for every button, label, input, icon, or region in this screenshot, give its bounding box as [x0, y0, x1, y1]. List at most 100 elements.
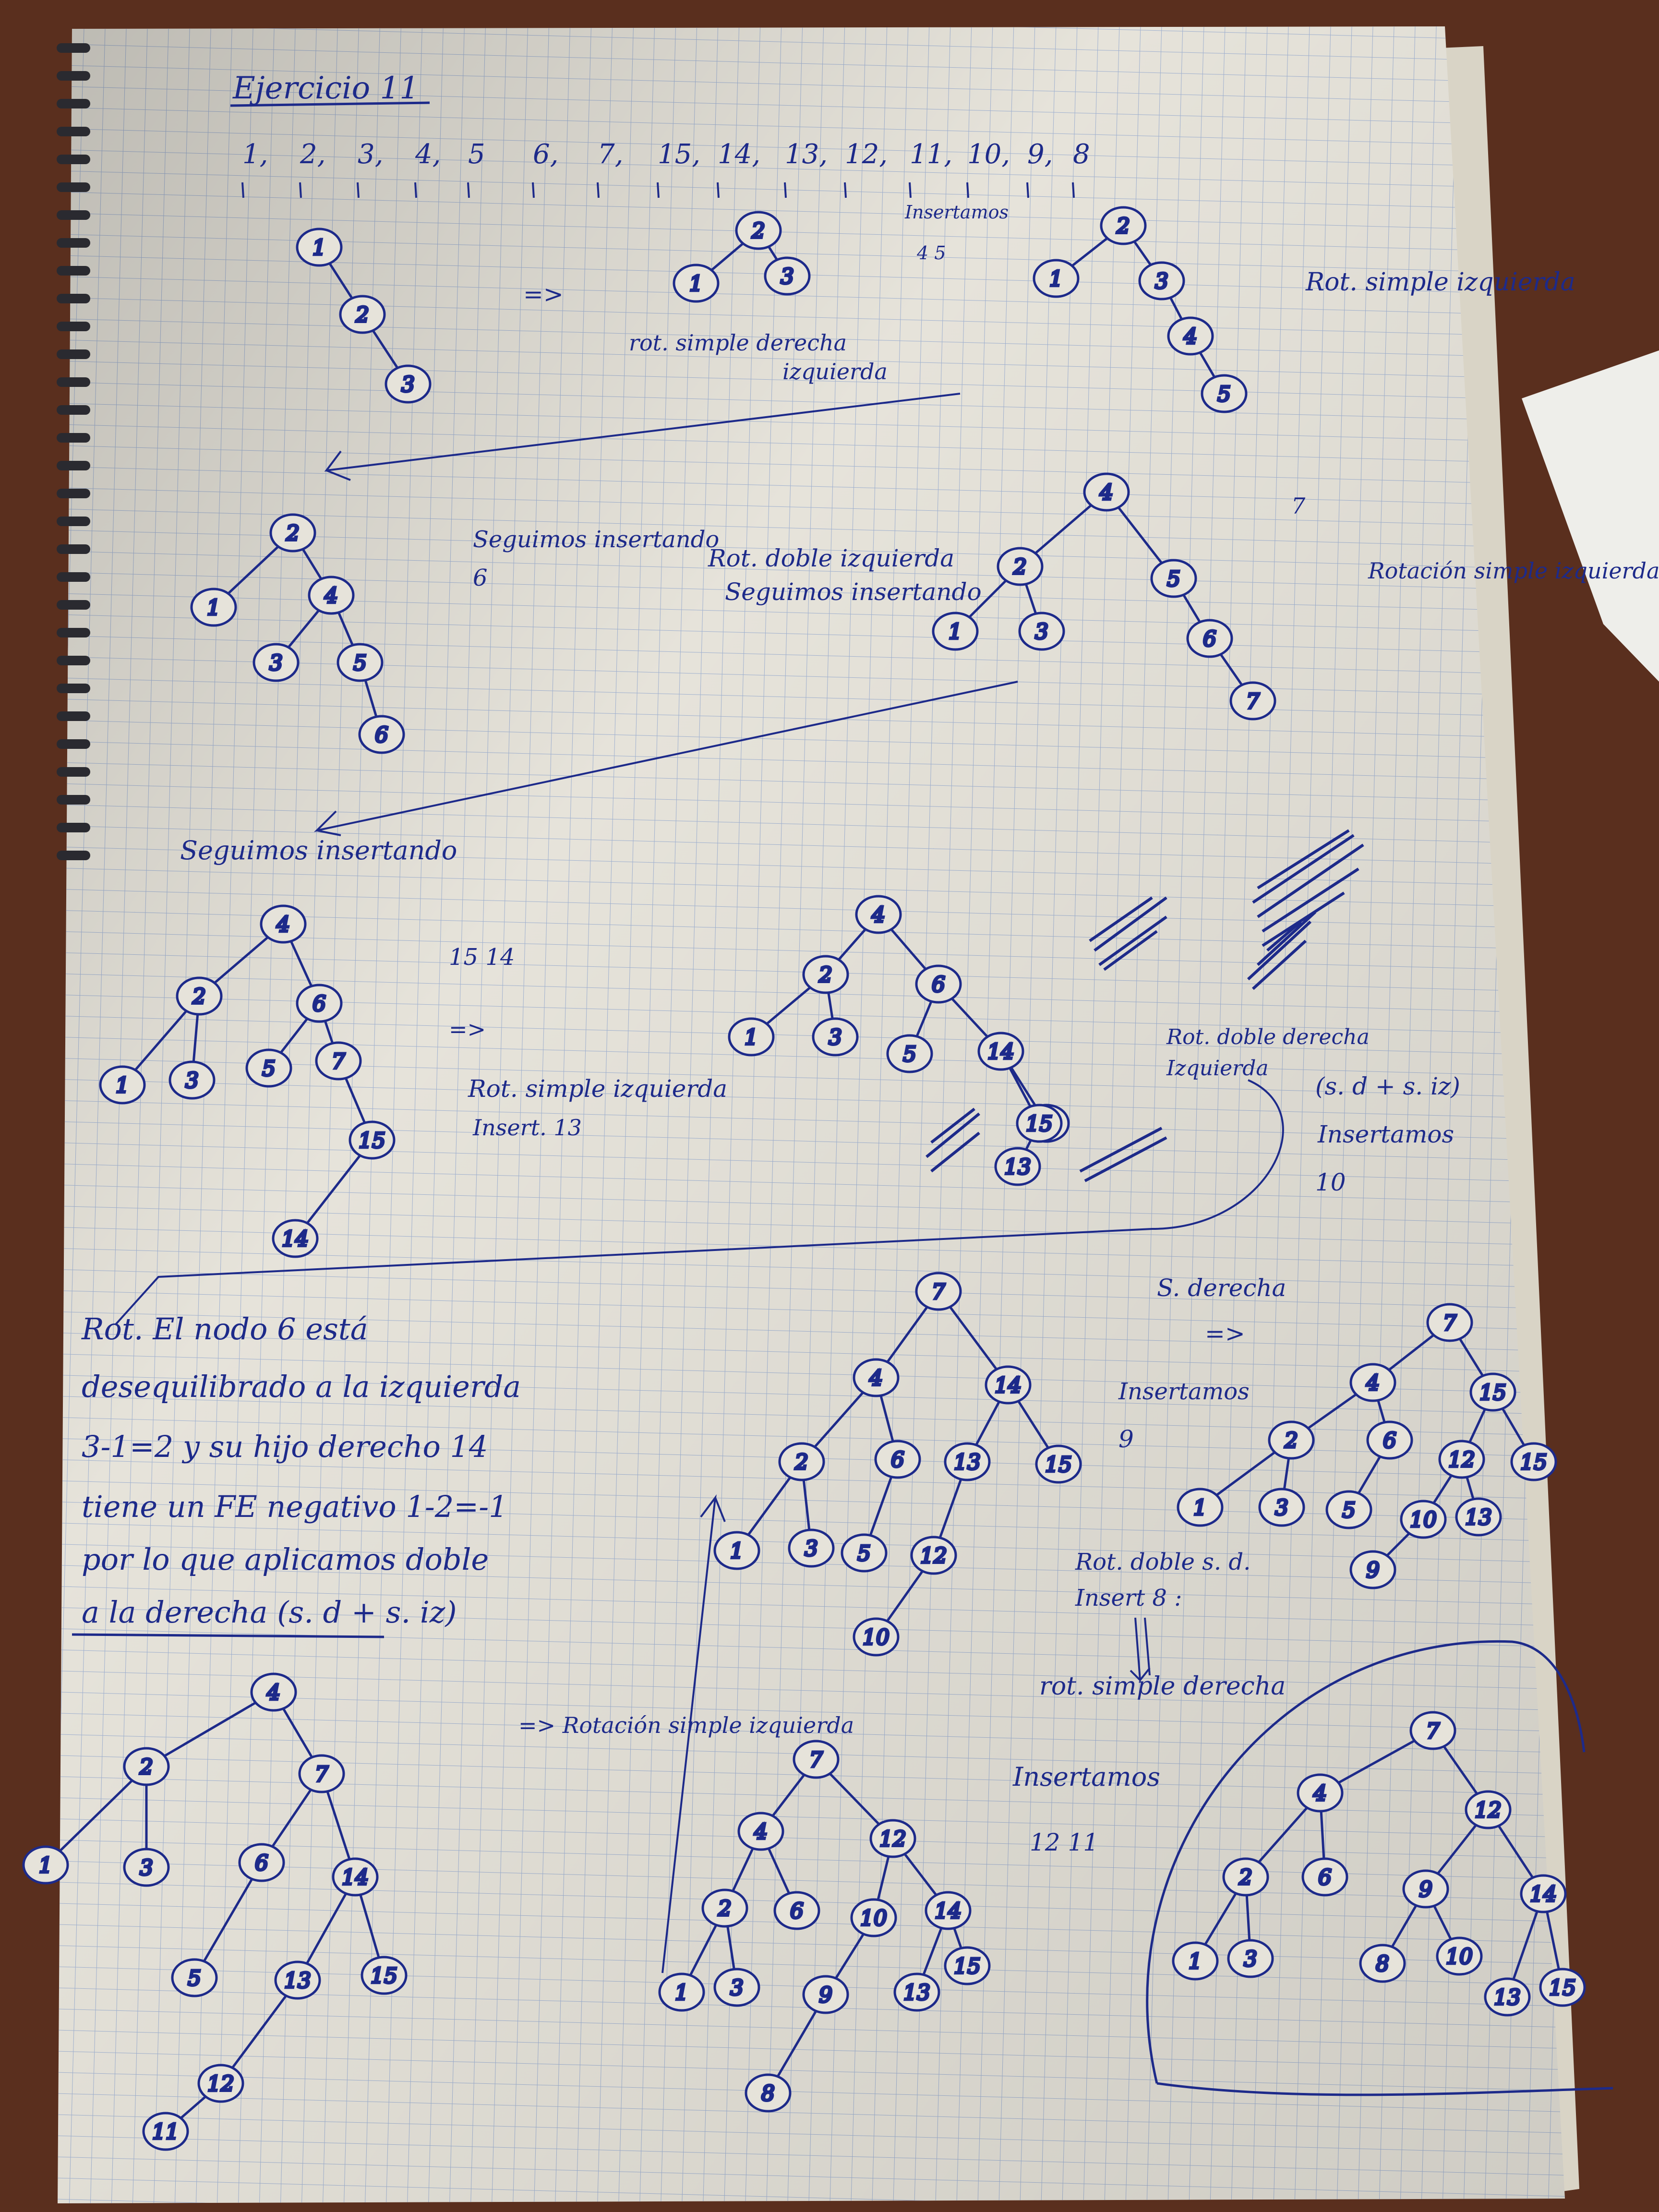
- spiral-ring: [57, 71, 90, 81]
- sequence-number: 6,: [533, 139, 558, 170]
- tree-node: [1469, 1372, 1516, 1412]
- tree-node: [1186, 619, 1233, 658]
- tree-node: [701, 1888, 748, 1928]
- tree-node-label: 5: [1167, 567, 1180, 591]
- tree-node: [869, 1819, 916, 1858]
- spiral-ring: [57, 461, 90, 470]
- tree-node: [1510, 1442, 1557, 1481]
- annotation-text: 15 14: [449, 944, 515, 971]
- tree-node: [260, 904, 307, 944]
- tree-edge: [294, 1139, 373, 1240]
- annotation-text: =>: [1205, 1320, 1245, 1347]
- spiral-ring: [57, 795, 90, 805]
- tree-node-label: 5: [1217, 382, 1231, 407]
- tree-node: [713, 1531, 760, 1570]
- tree-node-label: 2: [1013, 555, 1027, 579]
- tree-node-label: 4: [871, 903, 885, 927]
- tree-node-label: 1: [39, 1853, 52, 1878]
- annotation-text: 10: [1315, 1168, 1346, 1196]
- tree-node: [874, 1440, 921, 1479]
- spiral-ring: [57, 684, 90, 693]
- sequence-number: 14,: [718, 139, 760, 170]
- connector-arrow-3: [114, 1079, 1284, 1326]
- spiral-ring: [57, 210, 90, 220]
- tree-node-label: 4: [1183, 325, 1197, 349]
- annotation-text: Seguimos insertando: [725, 578, 982, 606]
- annotation-text: =>: [449, 1016, 486, 1042]
- tree-node: [1083, 472, 1130, 512]
- tree-node-label: 1: [1193, 1496, 1207, 1520]
- tree-node-label: 6: [255, 1851, 268, 1875]
- tree-node: [245, 1048, 292, 1088]
- tree-node-label: 10: [860, 1906, 887, 1931]
- annotation-text: Insertamos: [1118, 1378, 1250, 1405]
- spiral-ring: [57, 739, 90, 749]
- sequence-number: 2,: [300, 139, 325, 170]
- tree-node: [123, 1747, 170, 1786]
- tree-node-label: 9: [1419, 1877, 1432, 1902]
- annotation-text: =>: [523, 280, 564, 308]
- tree-node-label: 11: [152, 2120, 179, 2144]
- paragraph-line: 3-1=2 y su hijo derecho 14: [82, 1429, 488, 1464]
- tree-node-label: 15: [359, 1129, 385, 1153]
- tree-node: [332, 1857, 379, 1897]
- tree-node: [944, 1442, 991, 1481]
- annotation-text: 4 5: [916, 242, 946, 264]
- tree-node-label: 13: [903, 1981, 930, 2005]
- tick-mark: [909, 182, 912, 198]
- paragraph-line: Rot. El nodo 6 está: [81, 1311, 368, 1346]
- connector-arrow-1: [324, 393, 961, 481]
- annotation-text: (s. d + s. iz): [1315, 1072, 1460, 1100]
- tree-node-label: 13: [284, 1969, 311, 1993]
- tree-node-label: 2: [794, 1450, 808, 1475]
- tree-node-label: 3: [269, 651, 283, 675]
- annotation-text: Insert. 13: [472, 1115, 582, 1141]
- tree-node-label: 1: [949, 620, 962, 644]
- annotation-text: Seguimos insertando: [180, 835, 457, 866]
- tree-node-label: 15: [1549, 1976, 1576, 2000]
- sequence-number: 3,: [358, 139, 383, 170]
- tree-node-label: 14: [935, 1899, 962, 1923]
- tree-node: [1222, 1857, 1269, 1897]
- tree-node: [802, 1975, 849, 2014]
- avl-tree: 123: [296, 228, 432, 404]
- title-underline: [230, 101, 430, 107]
- tree-node-label: 5: [262, 1057, 276, 1081]
- tree-node: [22, 1845, 69, 1885]
- tree-node: [745, 2073, 792, 2113]
- sequence-number: 13,: [785, 139, 828, 170]
- tree-node: [358, 715, 405, 754]
- sequence-number: 12,: [845, 139, 888, 170]
- tree-node-label: 7: [332, 1049, 345, 1074]
- tree-node: [1455, 1497, 1502, 1537]
- tree-edge: [219, 1979, 299, 2085]
- annotation-text: 9: [1118, 1425, 1134, 1453]
- tree-node: [1325, 1490, 1372, 1529]
- tree-node-label: 4: [1366, 1371, 1380, 1395]
- tree-node-label: 5: [903, 1042, 916, 1067]
- scribble-crossout: [926, 829, 1364, 1182]
- tree-node-label: 2: [139, 1755, 153, 1779]
- tree-node: [985, 1365, 1032, 1405]
- tree-node-label: 2: [1284, 1429, 1298, 1453]
- tree-node-label: 9: [819, 1983, 832, 2008]
- sequence-number: 11,: [910, 139, 952, 170]
- paragraph-line: a la derecha (s. d + s. iz): [82, 1595, 457, 1630]
- tree-node: [1172, 1941, 1219, 1981]
- tree-node: [1520, 1874, 1567, 1913]
- sequence-number: 7,: [598, 139, 623, 170]
- tick-mark: [966, 182, 969, 198]
- tree-node-label: 1: [745, 1025, 758, 1050]
- tree-node: [1465, 1790, 1512, 1829]
- tree-node-label: 3: [730, 1976, 744, 2000]
- tree-node-label: 12: [879, 1827, 906, 1851]
- tree-node: [308, 576, 355, 615]
- tree-node: [1268, 1420, 1315, 1460]
- spiral-ring: [57, 572, 90, 582]
- tree-node: [855, 895, 902, 934]
- tree-node-label: 3: [1035, 620, 1048, 644]
